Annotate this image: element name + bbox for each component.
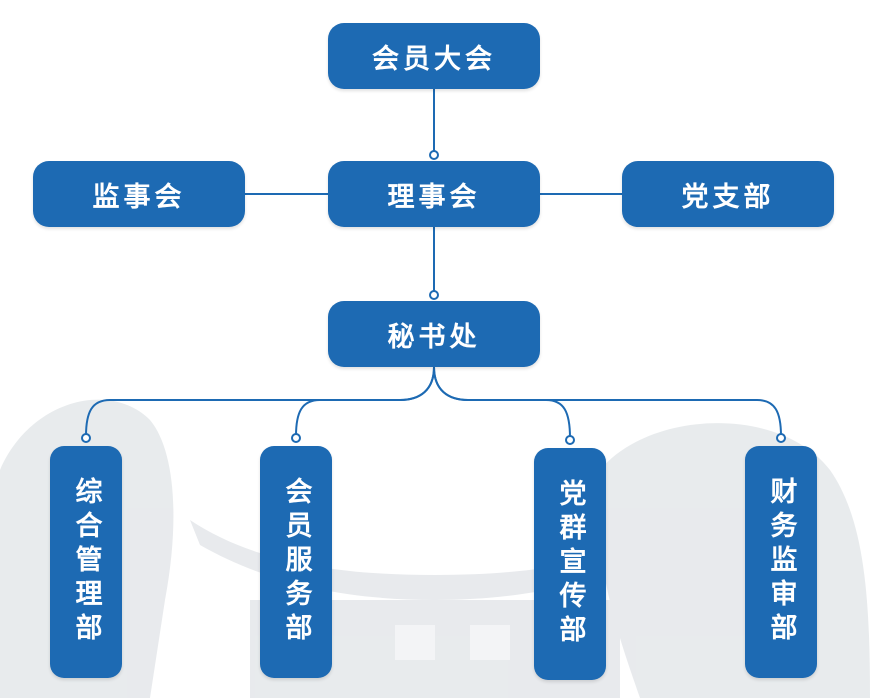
connector-dot-council — [429, 150, 439, 160]
connector-dot-secretariat — [429, 290, 439, 300]
watermark-window — [470, 625, 510, 660]
connector-dot-dept-member — [291, 433, 301, 443]
node-board-of-supervisors: 监事会 — [33, 161, 245, 227]
node-dept-general-management: 综合管理部 — [50, 446, 122, 678]
connector-dot-dept-admin — [81, 433, 91, 443]
node-dept-member-services: 会员服务部 — [260, 446, 332, 678]
node-dept-party-publicity: 党群宣传部 — [534, 448, 606, 680]
edge-secretariat-dept-admin — [85, 366, 435, 437]
connector-dot-dept-party — [565, 435, 575, 445]
node-council: 理事会 — [328, 161, 540, 227]
edge-secretariat-dept-finance — [433, 366, 782, 437]
watermark-doorway — [395, 625, 435, 660]
edge-secretariat-dept-member — [295, 366, 435, 437]
node-general-assembly: 会员大会 — [328, 23, 540, 89]
node-party-branch: 党支部 — [622, 161, 834, 227]
node-dept-finance-audit: 财务监审部 — [745, 446, 817, 678]
node-secretariat: 秘书处 — [328, 301, 540, 367]
connector-dot-dept-finance — [776, 433, 786, 443]
edge-secretariat-dept-party — [433, 366, 571, 439]
